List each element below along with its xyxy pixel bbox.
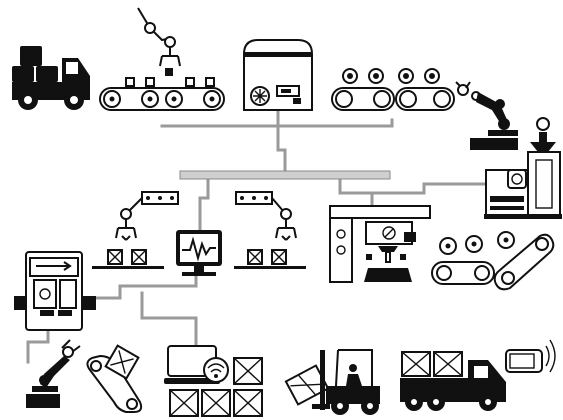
twin-robot-arm-station-icon xyxy=(92,191,306,269)
laptop-wifi-with-crates-icon xyxy=(164,345,263,417)
delivery-truck-icon xyxy=(12,46,90,110)
forklift-icon xyxy=(284,349,380,415)
loaded-truck-with-phone-icon xyxy=(400,339,556,411)
robot-arm-icon xyxy=(455,81,518,150)
monitoring-computer-icon xyxy=(176,230,222,276)
hydraulic-press-machine-icon xyxy=(484,117,562,219)
conveyor-with-parts-icon xyxy=(331,68,455,111)
stamping-press-icon xyxy=(329,205,431,283)
network-bus-bar xyxy=(179,170,391,180)
small-robot-arm-with-conveyor-icon xyxy=(26,339,143,413)
automated-machine-icon xyxy=(243,39,313,111)
robot-arm-over-conveyor-icon xyxy=(99,7,225,111)
control-panel-machine-icon xyxy=(14,251,96,331)
gear-conveyor-icon xyxy=(431,231,555,291)
network-wires xyxy=(26,96,486,364)
